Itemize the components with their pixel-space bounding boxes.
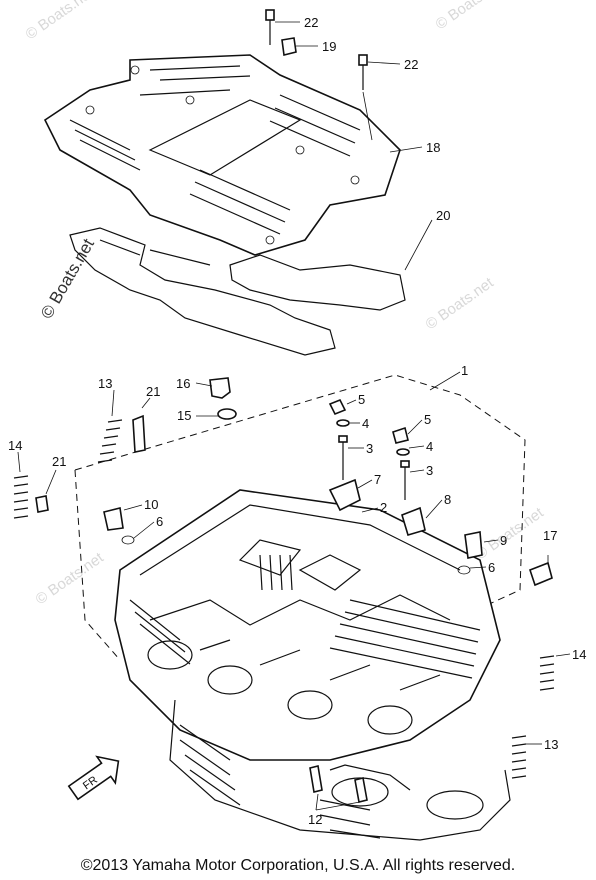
callout-5: 5	[424, 412, 431, 427]
nut-5-a	[328, 398, 347, 416]
callout-21: 21	[52, 454, 66, 469]
callout-22: 22	[404, 57, 418, 72]
callout-9: 9	[500, 533, 507, 548]
callout-1: 1	[461, 363, 468, 378]
callout-13: 13	[98, 376, 112, 391]
callout-6: 6	[488, 560, 495, 575]
dowel-12-a	[309, 765, 323, 793]
callout-labels: 22 19 22 18 20 1 16 5 15 4 13 21 3 5 4 1…	[8, 15, 586, 827]
front-direction-arrow: FR	[67, 755, 120, 801]
callout-13: 13	[544, 737, 558, 752]
callout-3: 3	[426, 463, 433, 478]
nut-5-b	[392, 426, 409, 444]
stud-3-b	[400, 460, 410, 500]
copyright-notice: ©2013 Yamaha Motor Corporation, U.S.A. A…	[80, 857, 516, 874]
watermark-text: © Boats.net	[423, 274, 498, 333]
callout-8: 8	[444, 492, 451, 507]
assembly-outline	[74, 374, 526, 661]
callout-20: 20	[436, 208, 450, 223]
head-cover	[43, 54, 401, 256]
callout-19: 19	[322, 39, 336, 54]
clip-21-b	[35, 495, 49, 513]
watermark-text: © Boats.net	[433, 0, 508, 33]
callout-3: 3	[366, 441, 373, 456]
bolt-22-b	[358, 54, 373, 141]
callout-10: 10	[144, 497, 158, 512]
bolt-22-a	[265, 9, 275, 45]
callout-12: 12	[308, 812, 322, 827]
callout-17: 17	[543, 528, 557, 543]
fitting-9	[464, 531, 483, 559]
washer-15	[217, 408, 237, 420]
leader-lines	[17, 21, 571, 811]
washer-4-b	[396, 448, 410, 456]
callout-5: 5	[358, 392, 365, 407]
damper-13-a	[97, 419, 123, 463]
plug-16	[209, 377, 231, 399]
washer-4-a	[336, 419, 350, 427]
callout-4: 4	[362, 416, 369, 431]
callout-16: 16	[176, 376, 190, 391]
callout-14: 14	[8, 438, 22, 453]
watermark-text: © Boats.net	[37, 235, 98, 322]
callout-14: 14	[572, 647, 586, 662]
damper-14-b	[539, 655, 555, 691]
callout-7: 7	[374, 472, 381, 487]
callout-4: 4	[426, 439, 433, 454]
fitting-10	[103, 507, 124, 531]
holder-7	[328, 478, 361, 512]
damper-14-a	[13, 475, 29, 519]
callout-21: 21	[146, 384, 160, 399]
callout-18: 18	[426, 140, 440, 155]
callout-15: 15	[177, 408, 191, 423]
dowel-12-b	[354, 777, 368, 803]
cylinder-head	[114, 489, 501, 761]
watermark-text: © Boats.net	[473, 504, 548, 563]
callout-6: 6	[156, 514, 163, 529]
stud-3-a	[338, 435, 348, 480]
cylinder-block	[169, 699, 511, 841]
fitting-17	[529, 561, 553, 587]
clip-21-a	[132, 414, 146, 453]
callout-22: 22	[304, 15, 318, 30]
grommet-19	[281, 37, 297, 56]
damper-13-b	[511, 735, 527, 779]
o-ring-6-b	[457, 565, 471, 575]
watermark-text: © Boats.net	[33, 549, 108, 608]
head-cover-gasket	[69, 227, 406, 356]
o-ring-6-a	[121, 535, 135, 545]
callout-2: 2	[380, 500, 387, 515]
holder-8	[401, 506, 426, 536]
watermark-text: © Boats.net	[23, 0, 98, 43]
